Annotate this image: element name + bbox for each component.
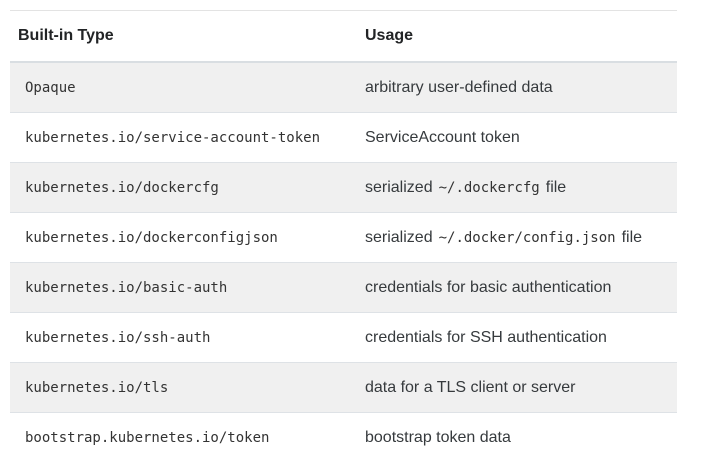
secret-type-code: kubernetes.io/tls (25, 379, 169, 396)
secret-type-code: bootstrap.kubernetes.io/token (25, 429, 270, 446)
usage-cell: credentials for SSH authentication (357, 312, 677, 363)
usage-text: file (621, 228, 643, 246)
secret-type-code: Opaque (25, 79, 76, 96)
table-row: Opaque arbitrary user-defined data (10, 61, 677, 113)
table-row: kubernetes.io/tls data for a TLS client … (10, 362, 677, 413)
usage-text: ServiceAccount token (365, 128, 520, 146)
secret-types-table-container: Built-in Type Usage Opaque arbitrary use… (10, 10, 677, 462)
usage-text: serialized (365, 178, 433, 196)
type-cell: kubernetes.io/basic-auth (10, 262, 357, 313)
usage-cell: arbitrary user-defined data (357, 61, 677, 113)
type-cell: bootstrap.kubernetes.io/token (10, 412, 357, 462)
table-row: kubernetes.io/service-account-token Serv… (10, 112, 677, 163)
type-cell: kubernetes.io/tls (10, 362, 357, 413)
usage-text: file (545, 178, 567, 196)
usage-text: data for a TLS client or server (365, 378, 576, 396)
usage-text: serialized (365, 228, 433, 246)
type-cell: kubernetes.io/dockercfg (10, 162, 357, 213)
usage-cell: bootstrap token data (357, 412, 677, 462)
type-cell: kubernetes.io/service-account-token (10, 112, 357, 163)
secret-type-code: kubernetes.io/dockerconfigjson (25, 229, 278, 246)
secret-type-code: kubernetes.io/dockercfg (25, 179, 219, 196)
table-row: bootstrap.kubernetes.io/token bootstrap … (10, 412, 677, 462)
type-cell: kubernetes.io/dockerconfigjson (10, 212, 357, 263)
table-row: kubernetes.io/ssh-auth credentials for S… (10, 312, 677, 363)
usage-cell: serialized ~/.docker/config.json file (357, 212, 677, 263)
usage-cell: credentials for basic authentication (357, 262, 677, 313)
type-cell: Opaque (10, 61, 357, 113)
usage-cell: ServiceAccount token (357, 112, 677, 163)
table-row: kubernetes.io/dockercfg serialized ~/.doc… (10, 162, 677, 213)
usage-text: credentials for SSH authentication (365, 328, 607, 346)
secret-type-code: kubernetes.io/service-account-token (25, 129, 321, 146)
table-row: kubernetes.io/basic-auth credentials for… (10, 262, 677, 313)
secret-type-code: kubernetes.io/basic-auth (25, 279, 228, 296)
usage-text: arbitrary user-defined data (365, 78, 553, 96)
usage-text: credentials for basic authentication (365, 278, 612, 296)
column-header-built-in-type: Built-in Type (10, 10, 357, 63)
usage-text: bootstrap token data (365, 428, 511, 446)
table-header-row: Built-in Type Usage (10, 10, 677, 63)
usage-inline-code: ~/.dockercfg (438, 179, 540, 196)
column-header-usage: Usage (357, 10, 677, 63)
secret-types-table: Built-in Type Usage Opaque arbitrary use… (10, 10, 677, 462)
usage-inline-code: ~/.docker/config.json (438, 229, 616, 246)
type-cell: kubernetes.io/ssh-auth (10, 312, 357, 363)
usage-cell: data for a TLS client or server (357, 362, 677, 413)
table-row: kubernetes.io/dockerconfigjson serialize… (10, 212, 677, 263)
secret-type-code: kubernetes.io/ssh-auth (25, 329, 211, 346)
usage-cell: serialized ~/.dockercfg file (357, 162, 677, 213)
